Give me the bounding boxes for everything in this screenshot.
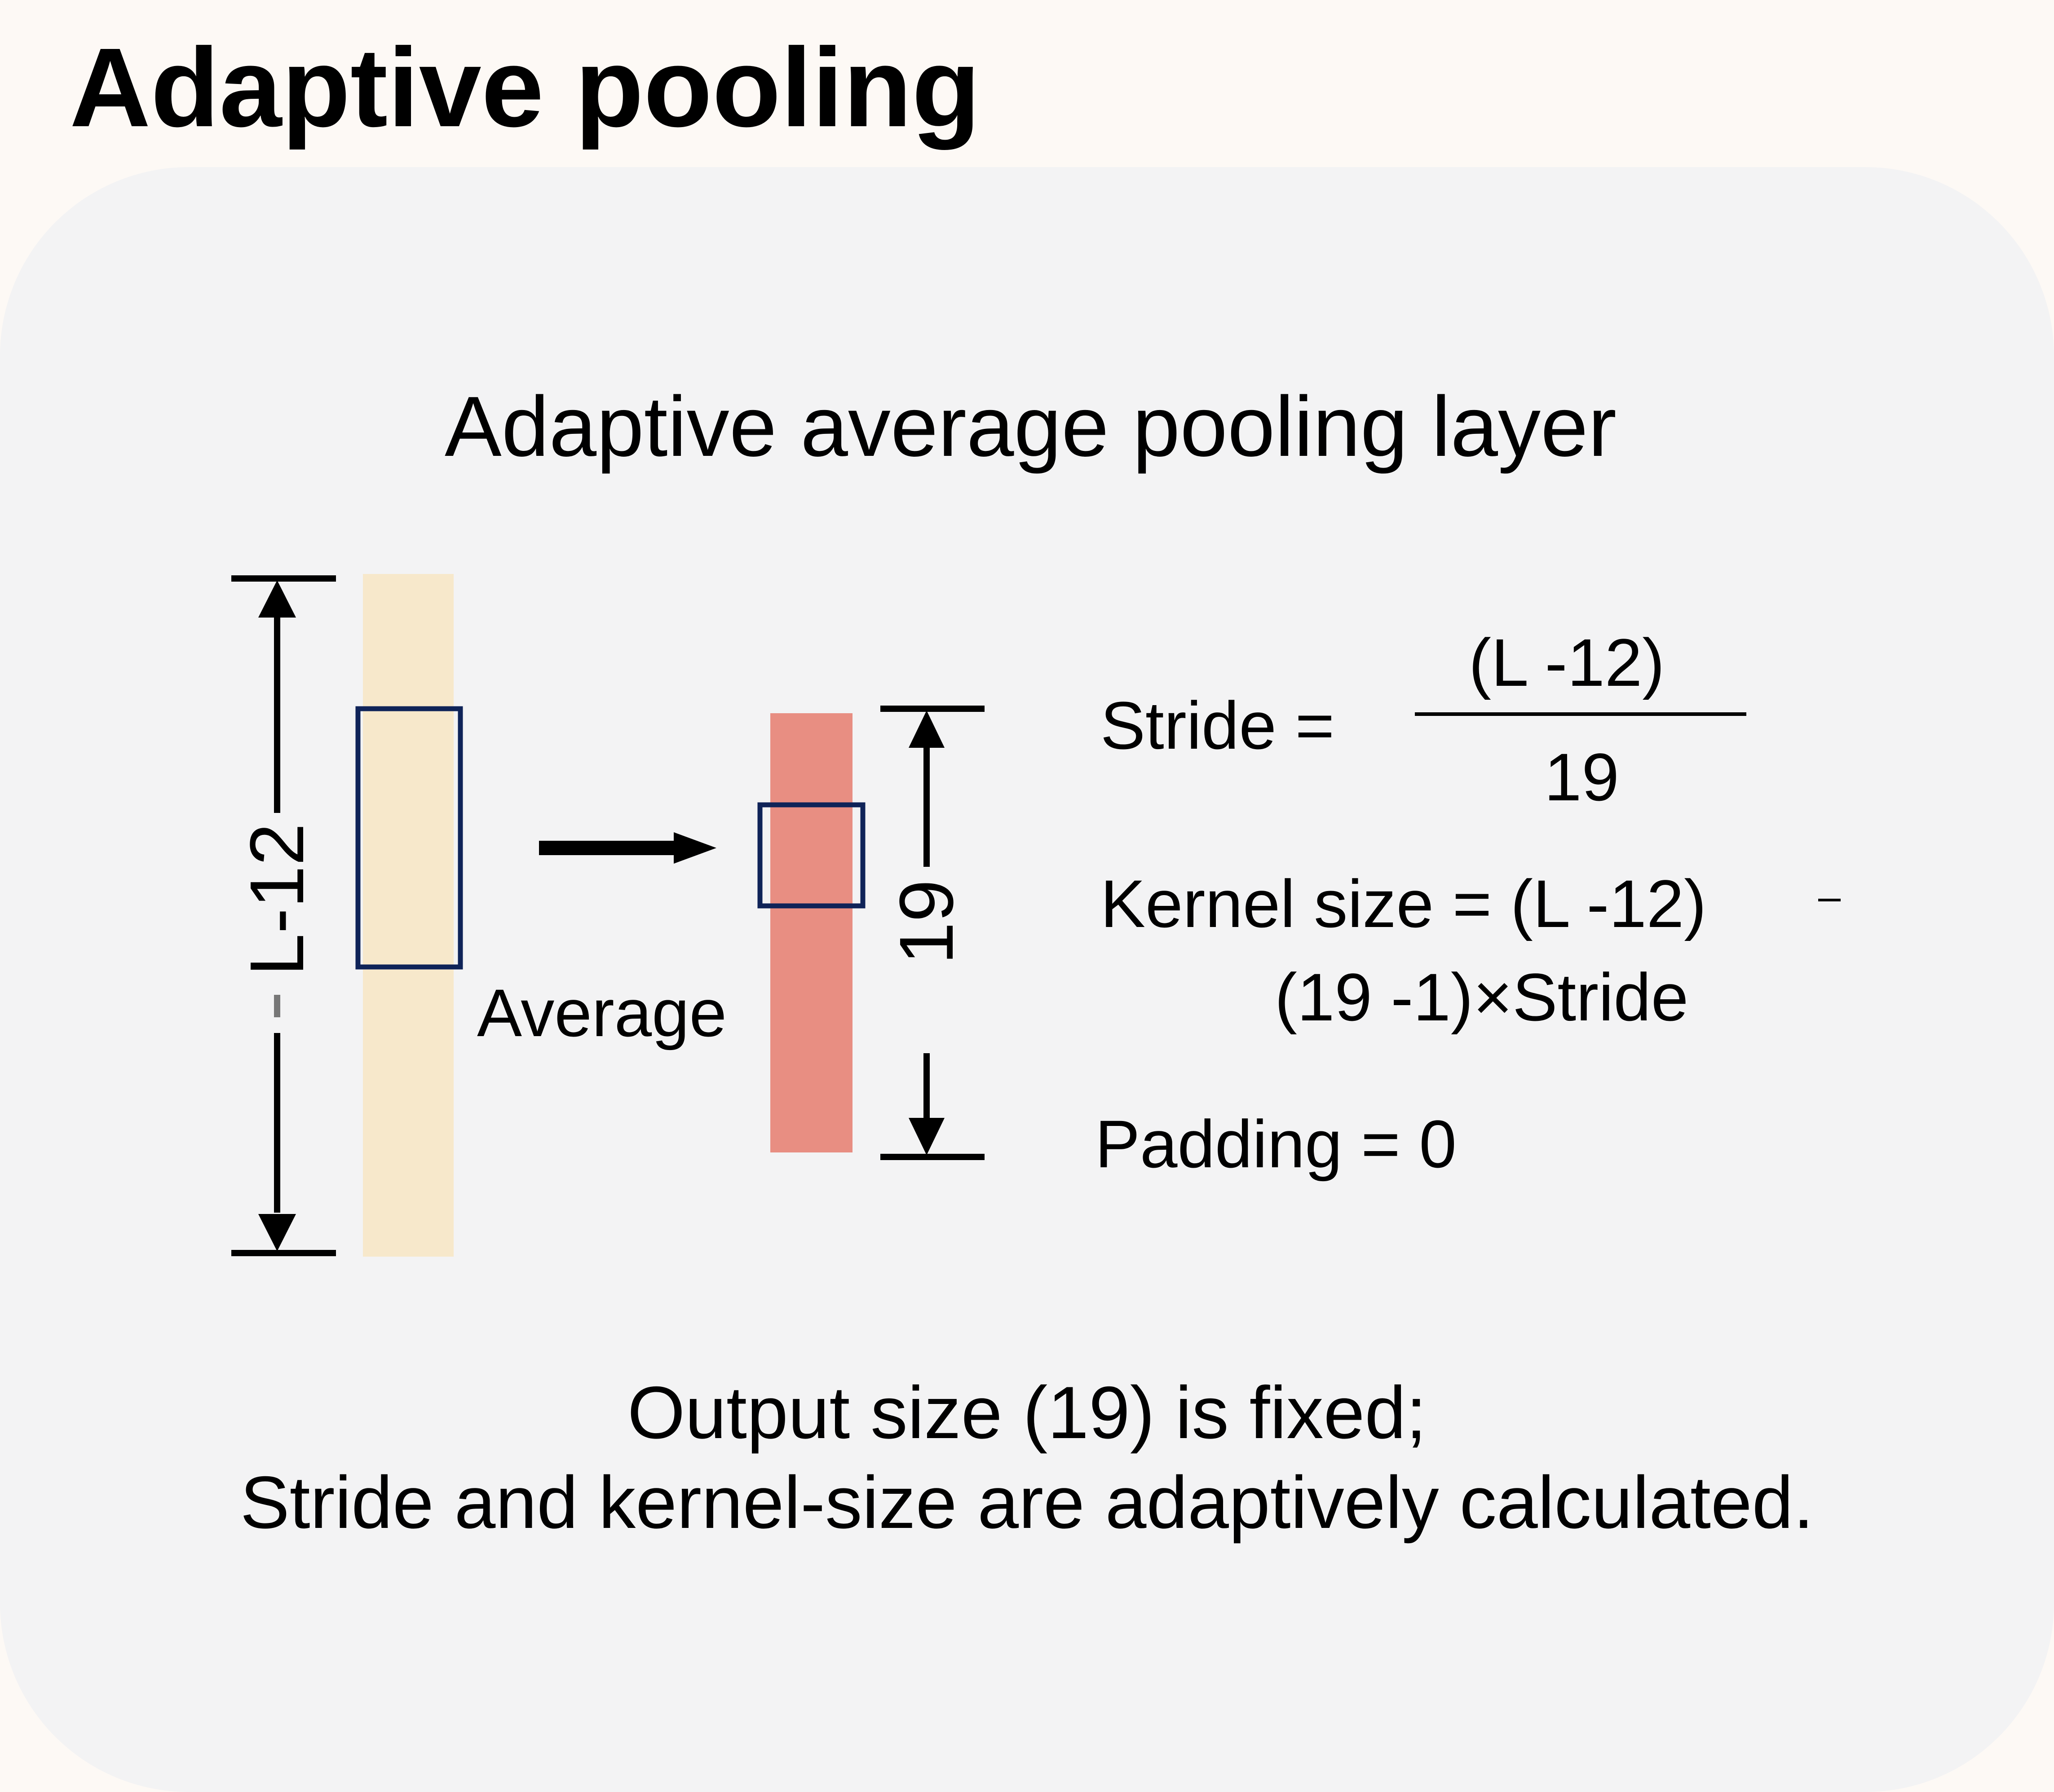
input-dimension-bracket [231,575,336,1256]
caption-line2: Stride and kernel-size are adaptively ca… [240,1461,1814,1544]
input-arrow-down [258,1214,296,1251]
stride-denominator: 19 [1544,739,1619,815]
stride-numerator: (L -12) [1469,625,1665,700]
input-window [355,706,463,970]
caption-line1: Output size (19) is fixed; [627,1371,1427,1454]
output-dimension-bracket [880,706,985,1160]
output-dimension-label: 19 [884,879,969,965]
output-arrow-up [909,711,945,748]
kernel-size-line2: (19 -1)×Stride [1275,959,1689,1035]
input-dimension-label: L-12 [234,823,320,976]
output-bar [770,713,853,1152]
kernel-minus-sign: – [1818,874,1841,919]
page-title: Adaptive pooling [70,25,981,150]
average-arrow-head [674,832,716,864]
kernel-size-line1: Kernel size = (L -12) [1100,866,1707,941]
content-panel [0,167,2054,1792]
output-window [757,802,866,909]
padding-formula: Padding = 0 [1095,1106,1457,1182]
input-bar [363,574,454,1257]
average-label: Average [477,975,727,1050]
input-arrow-up [258,580,296,618]
diagram-subtitle: Adaptive average pooling layer [445,379,1617,474]
stride-label: Stride = [1100,688,1335,763]
output-arrow-down [909,1118,945,1155]
